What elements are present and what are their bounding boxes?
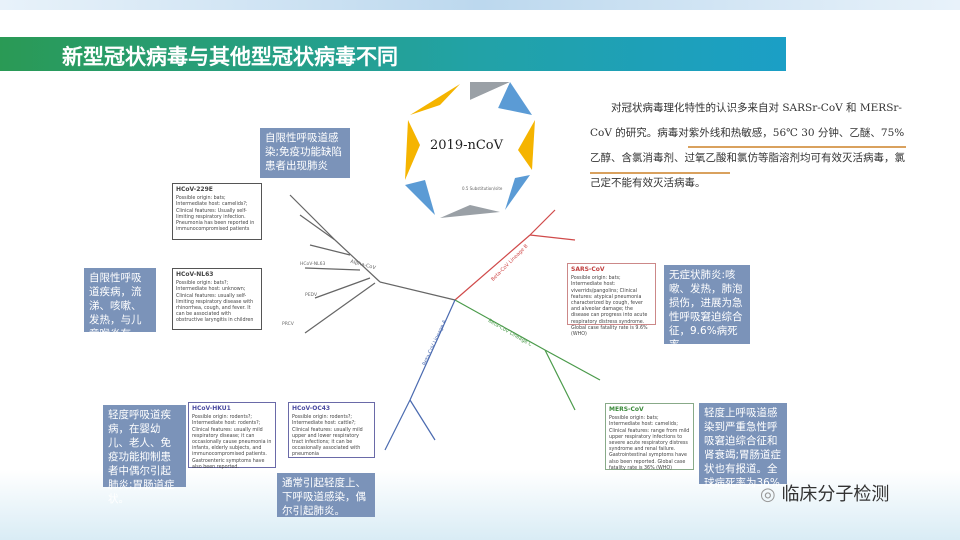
note-nl63: 自限性呼吸道疾病，流涕、咳嗽、发热，与儿童喉炎有关。 bbox=[84, 268, 156, 354]
paragraph: 对冠状病毒理化特性的认识多来自对 SARSr-CoV 和 MERSr-CoV 的… bbox=[590, 102, 905, 189]
card-sars: SARS-CoV Possible origin: bats; Intermedi… bbox=[567, 263, 656, 337]
card-body: Possible origin: bats; Intermediate host… bbox=[176, 196, 255, 233]
note-oc43: 通常引起轻度上、下呼吸道感染，偶尔引起肺炎。 bbox=[277, 473, 375, 517]
card-title: HCoV-NL63 bbox=[176, 271, 214, 278]
wechat-icon: ◎ bbox=[760, 484, 782, 505]
label-nl63: HCoV-NL63 bbox=[300, 262, 326, 267]
card-body: Possible origin: rodents?; Intermediate … bbox=[292, 415, 363, 458]
star-scale: 0.5 Substitution/site bbox=[462, 186, 503, 191]
label-prcv: PRCV bbox=[282, 322, 294, 327]
label-pedv: PEDV bbox=[305, 293, 318, 298]
title-bar bbox=[0, 37, 786, 71]
card-title: HCoV-HKU1 bbox=[192, 405, 231, 412]
card-body: Possible origin: bats?; Intermediate hos… bbox=[176, 281, 254, 324]
card-229e: HCoV-229E Possible origin: bats; Intermed… bbox=[172, 183, 262, 240]
card-title: HCoV-OC43 bbox=[292, 405, 331, 412]
card-title: SARS-CoV bbox=[571, 266, 605, 273]
card-body: Possible origin: bats; Intermediate host… bbox=[609, 416, 690, 471]
note-229e: 自限性呼吸道感染;免疫功能缺陷患者出现肺炎 bbox=[260, 128, 350, 178]
star-graphic bbox=[405, 82, 535, 218]
underline bbox=[590, 172, 730, 174]
card-mers: MERS-CoV Possible origin: bats; Intermedi… bbox=[605, 403, 694, 471]
note-mers: 轻度上呼吸道感染到严重急性呼吸窘迫综合征和肾衰竭;胃肠道症状也有报道。全球病死率… bbox=[699, 403, 787, 489]
card-body: Possible origin: bats; Intermediate host… bbox=[571, 276, 648, 338]
card-title: HCoV-229E bbox=[176, 186, 213, 193]
star-label: 2019-nCoV bbox=[430, 138, 504, 153]
card-body: Possible origin: rodents?; Intermediate … bbox=[192, 415, 272, 470]
note-hku1: 轻度呼吸道疾病，在婴幼儿、老人、免疫功能抑制患者中偶尔引起肺炎;胃肠道症状。 bbox=[103, 405, 186, 505]
top-stripe bbox=[0, 0, 960, 10]
underline bbox=[688, 146, 906, 148]
logo-text: 临床分子检测 bbox=[781, 484, 890, 505]
slide-title: 新型冠状病毒与其他型冠状病毒不同 bbox=[62, 45, 398, 69]
logo: ◎ 临床分子检测 bbox=[760, 480, 889, 506]
card-title: MERS-CoV bbox=[609, 406, 644, 413]
note-sars: 无症状肺炎:咳嗽、发热，肺泡损伤，进展为急性呼吸窘迫综合征，9.6%病死率。 bbox=[664, 265, 750, 351]
